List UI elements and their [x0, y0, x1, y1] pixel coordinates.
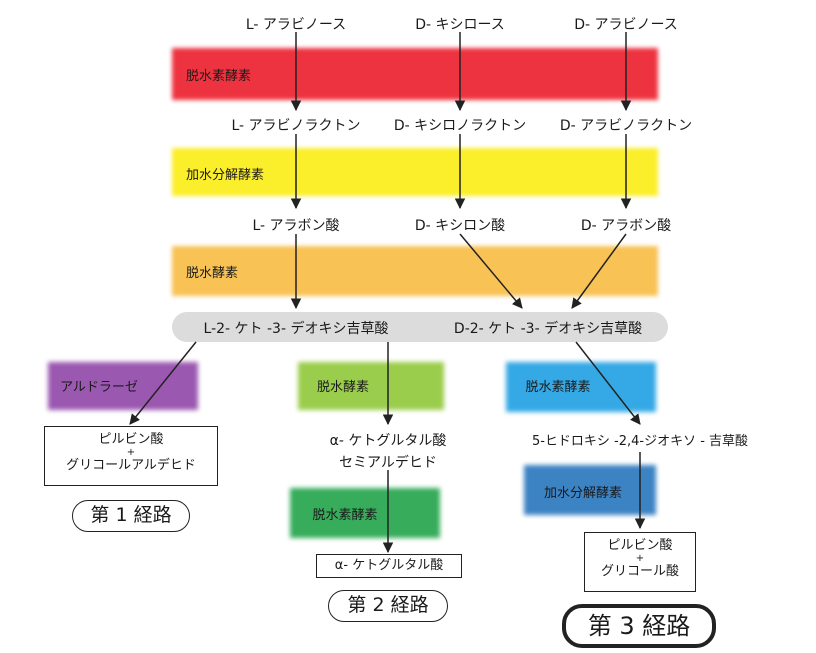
- sugar-l-arabinose: L- アラビノース: [245, 17, 347, 33]
- acid-d-xylonic: D- キシロン酸: [414, 218, 506, 234]
- route3-label: 第 3 経路: [562, 604, 716, 648]
- keto-ellipse: [172, 312, 668, 342]
- route3-product-line2: グリコール酸: [600, 564, 679, 579]
- arrow-keto-right-route3: [575, 341, 641, 425]
- route2-dehydrogenase-label: 脱水素酵素: [312, 508, 378, 523]
- arrow-acid2-keto-right: [459, 233, 523, 309]
- route2-dehydrogenase-block: [290, 488, 440, 538]
- route1-product-box: ピルビン酸 + グリコールアルデヒド: [44, 426, 218, 486]
- sugar-d-arabinose: D- アラビノース: [574, 17, 678, 33]
- route2-product: α- ケトグルタル酸: [334, 558, 444, 573]
- route3-hydrolase-block: [524, 465, 656, 515]
- route2-intermediate-line1: α- ケトグルタル酸: [329, 433, 447, 449]
- keto-right: D-2- ケト -3- デオキシ吉草酸: [453, 321, 643, 337]
- band-hydrolase: [172, 148, 658, 196]
- route1-product-line1: ピルビン酸: [98, 432, 164, 447]
- route3-intermediate: 5-ヒドロキシ -2,4-ジオキソ - 吉草酸: [531, 434, 749, 449]
- route1-label: 第 1 経路: [72, 500, 190, 532]
- route3-plus: +: [635, 553, 645, 564]
- arrow-acid3-keto-right: [571, 233, 627, 309]
- enzyme-aldolase-label: アルドラーゼ: [60, 380, 138, 395]
- route2-product-box: α- ケトグルタル酸: [316, 554, 462, 578]
- band-hydrolase-label: 加水分解酵素: [186, 168, 265, 183]
- acid-d-arabonic: D- アラボン酸: [580, 218, 672, 234]
- band-dehydratase: [172, 246, 658, 296]
- route3-dehydrogenase-block: [506, 362, 656, 412]
- acid-l-arabonic: L- アラボン酸: [252, 218, 340, 234]
- lactone-d-xylono: D- キシロノラクトン: [393, 118, 527, 134]
- route2-intermediate-line2: セミアルデヒド: [339, 455, 437, 471]
- route1-product-line2: グリコールアルデヒド: [66, 458, 196, 473]
- route3-product-line1: ピルビン酸: [607, 538, 673, 553]
- arrow-keto-left-route1: [129, 341, 197, 425]
- sugar-d-xylose: D- キシロース: [415, 17, 505, 33]
- band-dehydrogenase: [172, 48, 658, 100]
- lactone-l-arabino: L- アラビノラクトン: [231, 118, 361, 134]
- route2-dehydratase-label: 脱水酵素: [316, 380, 370, 395]
- route3-hydrolase-label: 加水分解酵素: [543, 486, 623, 501]
- route2-label: 第 2 経路: [328, 590, 448, 622]
- route3-dehydrogenase-label: 脱水素酵素: [525, 380, 591, 395]
- route3-product-box: ピルビン酸 + グリコール酸: [584, 532, 696, 592]
- band-dehydrogenase-label: 脱水素酵素: [186, 69, 252, 84]
- route2-dehydratase-block: [298, 362, 444, 410]
- route1-plus: +: [126, 447, 136, 458]
- keto-left: L-2- ケト -3- デオキシ吉草酸: [203, 321, 389, 337]
- band-dehydratase-label: 脱水酵素: [186, 266, 239, 281]
- lactone-d-arabino: D- アラビノラクトン: [559, 118, 693, 134]
